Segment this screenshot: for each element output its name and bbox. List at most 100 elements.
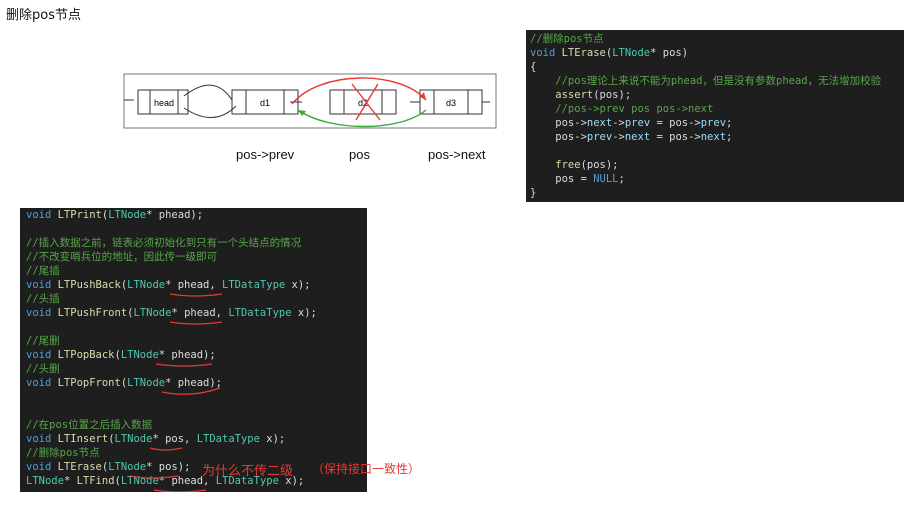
code-line: //插入数据之前，链表必须初始化到只有一个头结点的情况 (26, 236, 361, 250)
underline-pushback (169, 293, 223, 297)
code-token: LTNode (114, 433, 153, 445)
code-token: (pos); (593, 89, 632, 101)
code-token: free (530, 159, 581, 171)
label-pos-next: pos->next (428, 147, 486, 162)
code-token: pos-> (530, 131, 587, 143)
code-token: LTNode (120, 349, 159, 361)
code-token: LTPushFront (57, 307, 128, 319)
code-line: assert(pos); (530, 88, 900, 102)
code-token: LTErase (561, 47, 606, 59)
code-token: ( (127, 307, 134, 319)
code-token: * phead); (165, 377, 222, 389)
code-token: //尾插 (26, 265, 60, 277)
code-token: LTNode (612, 47, 651, 59)
code-token: LTErase (57, 461, 102, 473)
code-token: LTDataType (222, 279, 286, 291)
code-line: //尾删 (26, 334, 361, 348)
code-line: pos = NULL; (530, 172, 900, 186)
code-line: free(pos); (530, 158, 900, 172)
code-token: LTFind (76, 475, 115, 487)
code-line: void LTErase(LTNode* pos); (26, 460, 361, 474)
code-line: void LTPushBack(LTNode* phead, LTDataTyp… (26, 278, 361, 292)
delete-mark (351, 83, 381, 121)
code-token: ; (618, 173, 625, 185)
code-token: //头插 (26, 293, 60, 305)
node-d3: d3 (419, 89, 483, 115)
code-token: ( (101, 461, 109, 473)
code-token: //pos->prev pos pos->next (530, 103, 714, 115)
code-line: //pos理论上来说不能为phead，但是没有参数phead，无法增加校验 (530, 74, 900, 88)
code-token: next (700, 131, 727, 143)
code-token: * pos); (146, 461, 191, 473)
code-line: LTNode* LTFind(LTNode* phead, LTDataType… (26, 474, 361, 488)
red-underlines (129, 293, 223, 492)
node-label-d1: d1 (260, 98, 270, 108)
code-token: ( (101, 209, 109, 221)
code-token: = pos-> (650, 117, 701, 129)
green-link-arrow (297, 109, 427, 128)
code-line: //头插 (26, 292, 361, 306)
underline-popfront (161, 387, 221, 395)
code-line (530, 144, 900, 158)
green-arrow-head (298, 110, 306, 116)
red-link-arrow (291, 77, 427, 105)
code-token: LTPopFront (57, 377, 121, 389)
label-pos-prev: pos->prev (236, 147, 295, 162)
code-token: //不改变哨兵位的地址，因此传一级即可 (26, 251, 218, 263)
code-token: NULL (593, 173, 619, 185)
link-head-d1 (183, 84, 233, 101)
page-title: 删除pos节点 (6, 8, 81, 23)
node-label-d2: d2 (358, 98, 368, 108)
code-token: ( (120, 279, 128, 291)
code-token: void (530, 47, 562, 59)
code-token: LTNode (26, 475, 64, 487)
code-line: void LTErase(LTNode* pos) (530, 46, 900, 60)
underline-find (153, 489, 207, 492)
code-token: //在pos位置之后插入数据 (26, 419, 153, 431)
code-token: prev (586, 131, 613, 143)
code-token: ( (114, 475, 121, 487)
code-line: //删除pos节点 (530, 32, 900, 46)
code-token: LTNode (127, 377, 166, 389)
code-line: void LTPushFront(LTNode* phead, LTDataTy… (26, 306, 361, 320)
red-arrow-head (420, 92, 426, 100)
code-token: prev (624, 117, 651, 129)
code-line: pos->prev->next = pos->next; (530, 130, 900, 144)
code-token: //删除pos节点 (530, 33, 604, 45)
code-token: LTDataType (228, 307, 292, 319)
code-token: * phead); (146, 209, 204, 221)
code-token: x); (259, 433, 286, 445)
code-line: void LTPopFront(LTNode* phead); (26, 376, 361, 390)
code-token: next (586, 117, 613, 129)
code-token: prev (700, 117, 727, 129)
code-token: void (26, 433, 58, 445)
code-token: LTDataType (215, 475, 279, 487)
underline-insert (149, 447, 183, 451)
code-token: * pos, (152, 433, 197, 445)
underline-popback (155, 363, 213, 367)
code-line: //头删 (26, 362, 361, 376)
code-token: * phead); (158, 349, 216, 361)
code-token: * pos) (650, 47, 689, 59)
code-token: void (26, 349, 58, 361)
code-line: //删除pos节点 (26, 446, 361, 460)
code-token: LTNode (108, 461, 147, 473)
code-token: } (530, 187, 537, 199)
code-token: ; (726, 117, 733, 129)
code-token: //pos理论上来说不能为phead，但是没有参数phead，无法增加校验 (530, 75, 882, 87)
code-token: //插入数据之前，链表必须初始化到只有一个头结点的情况 (26, 237, 302, 249)
code-token: ( (120, 377, 128, 389)
label-pos: pos (349, 147, 370, 162)
code-token: void (26, 461, 58, 473)
code-token: pos = (530, 173, 594, 185)
code-token: { (530, 61, 537, 73)
node-label-head: head (154, 98, 174, 108)
code-token: LTInsert (57, 433, 109, 445)
code-token: LTPrint (57, 209, 102, 221)
code-line: void LTPrint(LTNode* phead); (26, 208, 361, 222)
link-d1-head (183, 105, 237, 118)
code-line: //pos->prev pos pos->next (530, 102, 900, 116)
node-head: head (137, 89, 189, 115)
code-line: { (530, 60, 900, 74)
